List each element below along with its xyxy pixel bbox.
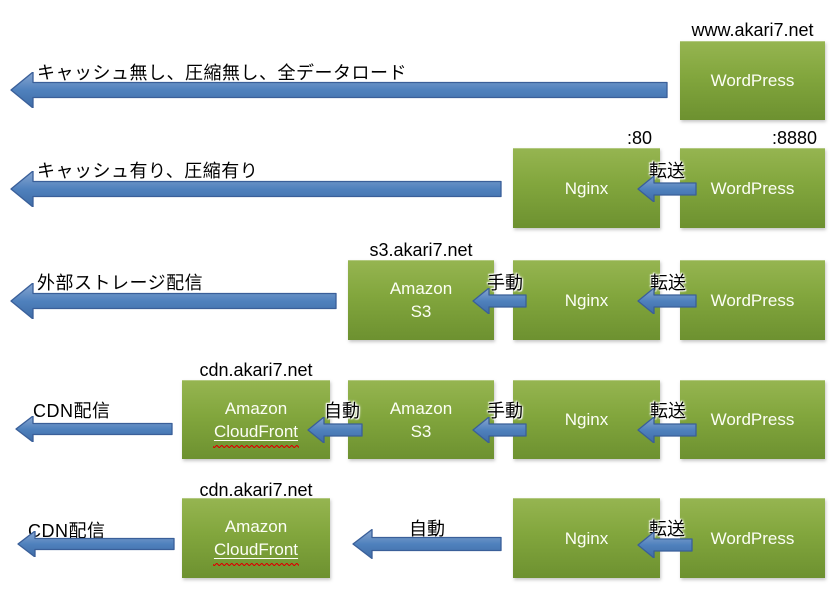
auto-label-row5: 自動 [409, 519, 445, 539]
box-label: CloudFront [212, 421, 300, 448]
box-label: WordPress [710, 528, 795, 548]
wordpress-box-row3: WordPress [680, 260, 825, 340]
transfer-arrow-row5 [637, 532, 693, 558]
wordpress-box-row4: WordPress [680, 380, 825, 459]
cloudfront-box-row4: Amazon CloudFront [182, 380, 330, 459]
box-label: CloudFront [212, 540, 300, 566]
box-label: S3 [410, 302, 432, 321]
nginx-box-row5: Nginx [513, 498, 660, 578]
nginx-box-row4: Nginx [513, 380, 660, 459]
amazon-s3-box-row3: Amazon S3 [348, 260, 494, 340]
transfer-label-row4: 転送 [650, 401, 686, 421]
nginx-box-row3: Nginx [513, 260, 660, 340]
box-label: Nginx [564, 290, 609, 310]
auto-arrow-row5 [352, 529, 502, 559]
auto-arrow-row4 [307, 417, 363, 443]
transfer-arrow-row4 [637, 417, 697, 443]
box-label: S3 [410, 421, 432, 441]
wordpress-box-row2: WordPress [680, 148, 825, 228]
amazon-s3-box-row4: Amazon S3 [348, 380, 494, 459]
response-arrow-row1 [10, 72, 668, 108]
box-label: Amazon [389, 398, 453, 418]
manual-arrow-row3 [472, 288, 527, 314]
wordpress-box-row1: WordPress [680, 41, 825, 120]
box-label: Amazon [224, 517, 288, 536]
response-arrow-row2 [10, 171, 502, 207]
nginx-box-row2: Nginx [513, 148, 660, 228]
caption-row1: キャッシュ無し、圧縮無し、全データロード [37, 63, 407, 83]
box-label: Nginx [564, 178, 609, 198]
transfer-label-row5: 転送 [649, 519, 685, 539]
caption-row4: CDN配信 [33, 401, 111, 421]
caption-row2: キャッシュ有り、圧縮有り [37, 161, 259, 181]
manual-label-row4: 手動 [487, 401, 523, 421]
transfer-label-row2: 転送 [649, 161, 685, 181]
host-label-cdn-row4: cdn.akari7.net [199, 360, 313, 380]
box-label: WordPress [710, 290, 795, 310]
port-label-wordpress: :8880 [771, 128, 817, 148]
caption-row5: CDN配信 [28, 521, 106, 541]
box-label: Nginx [564, 410, 609, 429]
box-label: WordPress [710, 178, 795, 198]
wordpress-box-row5: WordPress [680, 498, 825, 578]
host-label-s3: s3.akari7.net [369, 240, 473, 260]
box-label: Amazon [389, 279, 453, 298]
transfer-arrow-row2 [637, 176, 697, 202]
port-label-nginx: :80 [626, 128, 652, 148]
manual-label-row3: 手動 [487, 273, 523, 293]
box-label: Amazon [224, 398, 288, 418]
transfer-label-row3: 転送 [650, 273, 686, 293]
box-label: Nginx [564, 528, 609, 548]
cloudfront-box-row5: Amazon CloudFront [182, 498, 330, 578]
response-arrow-row3 [10, 283, 337, 319]
caption-row3: 外部ストレージ配信 [37, 273, 204, 293]
response-arrow-row5 [17, 531, 175, 557]
response-arrow-row4 [15, 416, 173, 442]
host-label-cdn-row5: cdn.akari7.net [199, 480, 313, 500]
box-label: WordPress [710, 410, 795, 429]
host-label-www: www.akari7.net [691, 20, 814, 40]
auto-label-row4: 自動 [324, 401, 360, 421]
manual-arrow-row4 [472, 417, 527, 443]
transfer-arrow-row3 [637, 288, 697, 314]
box-label: WordPress [710, 71, 795, 90]
